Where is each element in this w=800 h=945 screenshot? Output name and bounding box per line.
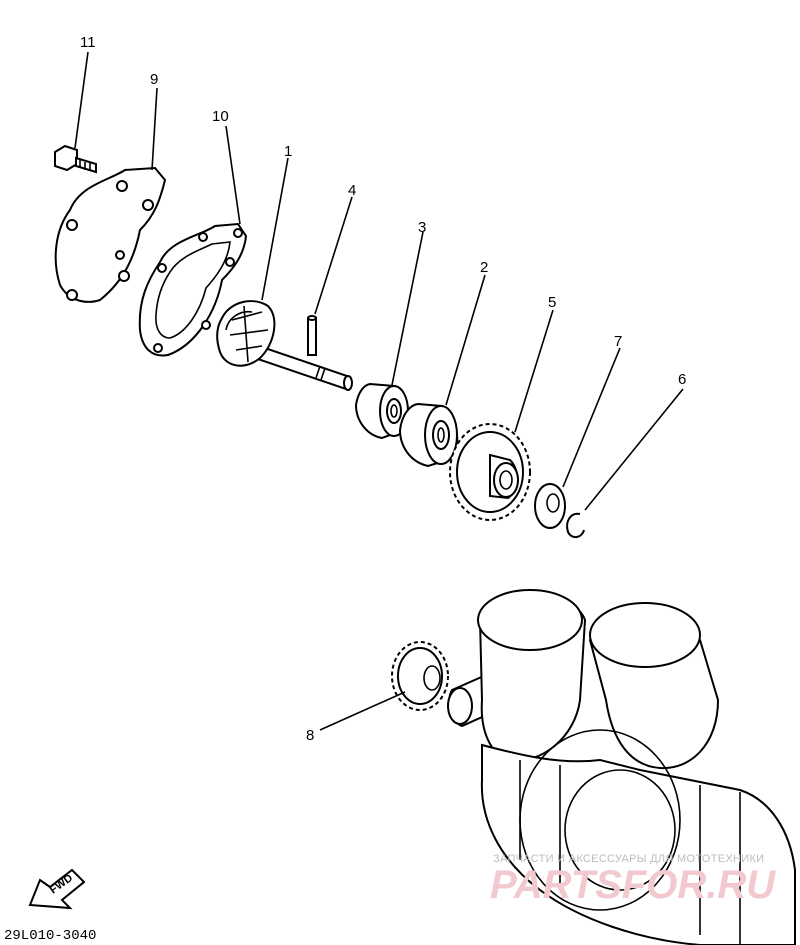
- watermark-brand: PARTSFOR.RU: [490, 863, 776, 907]
- forward-arrow: FWD: [28, 868, 86, 910]
- leader-1: [261, 157, 289, 301]
- part-9-cover: [54, 166, 167, 303]
- callout-1: 1: [284, 143, 292, 160]
- part-7-washer: [534, 483, 566, 529]
- callout-8: 8: [306, 727, 314, 744]
- callout-2: 2: [480, 259, 488, 276]
- watermark-tagline: ЗАПЧАСТИ И АКСЕССУАРЫ ДЛЯ МОТОТЕХНИКИ: [493, 853, 764, 865]
- part-2-bearing: [398, 402, 459, 468]
- callout-10: 10: [212, 108, 229, 125]
- callout-7: 7: [614, 333, 622, 350]
- engine-context: [447, 589, 796, 945]
- leader-6: [584, 388, 684, 511]
- part-8-drive-gear: [391, 641, 449, 711]
- leader-4: [314, 196, 353, 315]
- part-11-bolt: [54, 144, 97, 174]
- leader-10: [225, 125, 241, 225]
- part-1-impeller-shaft: [216, 300, 353, 391]
- callout-4: 4: [348, 182, 356, 199]
- callout-3: 3: [418, 219, 426, 236]
- part-6-circlip: [566, 512, 585, 538]
- callout-5: 5: [548, 294, 556, 311]
- part-5-gear: [449, 423, 531, 521]
- drawing-code: 29L010-3040: [4, 928, 96, 944]
- part-10-gasket: [138, 222, 248, 357]
- leader-2: [445, 274, 486, 406]
- part-4-pin: [307, 315, 317, 356]
- leader-8: [319, 691, 406, 731]
- leader-3: [391, 231, 424, 386]
- leader-7: [562, 347, 621, 488]
- callout-11: 11: [80, 34, 96, 51]
- leader-11: [74, 51, 89, 149]
- callout-6: 6: [678, 371, 686, 388]
- leader-9: [151, 87, 158, 171]
- callout-9: 9: [150, 71, 158, 88]
- leader-5: [514, 309, 554, 433]
